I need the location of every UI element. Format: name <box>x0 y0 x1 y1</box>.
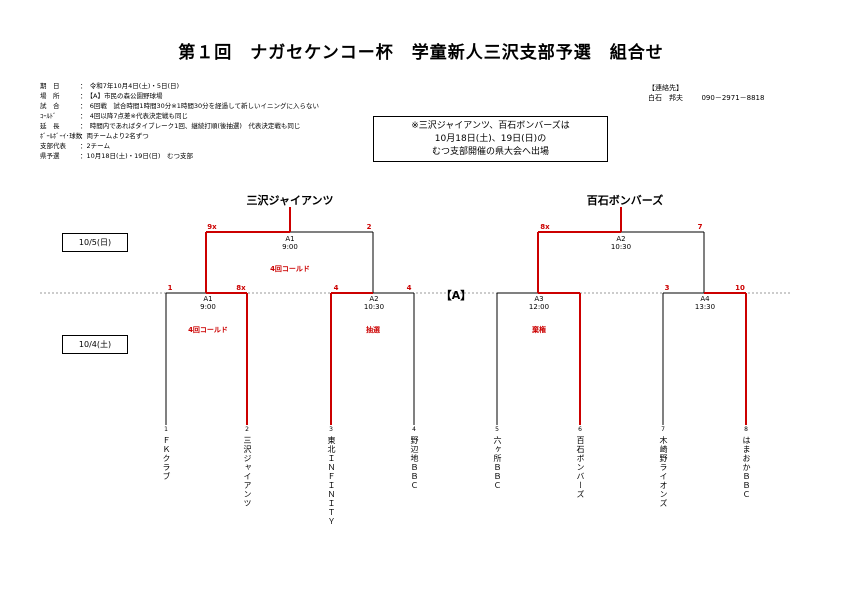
team-number: 4 <box>412 426 416 433</box>
info-row: 場 所： 【A】市民の森公園野球場 <box>40 92 163 100</box>
info-row: ｺｰﾙﾄﾞ： 4回以降7点差※代表決定戦も同じ <box>40 112 188 120</box>
venue-label: 【A】 <box>440 289 472 302</box>
score-label: 9x <box>207 223 217 231</box>
notice-line: 10月18日(土)、19日(日)の <box>434 134 547 144</box>
bracket-black <box>165 231 705 425</box>
score-label: 1 <box>167 284 173 292</box>
team-name: 木崎野ライオンズ <box>659 436 668 508</box>
team-number: 6 <box>578 426 582 433</box>
score-label: 2 <box>366 223 372 231</box>
note-a1: 4回コールド <box>188 326 228 334</box>
contact-line: 白石 邦夫 090－2971－8818 <box>648 94 764 102</box>
team-number: 2 <box>245 426 249 433</box>
date-label-day1: 10/4(土) <box>62 335 128 354</box>
note-a3: 棄権 <box>532 326 546 334</box>
score-label: 4 <box>406 284 412 292</box>
score-label: 7 <box>697 223 703 231</box>
winner-left: 三沢ジャイアンツ <box>246 194 334 207</box>
team-name: 野辺地ＢＢＣ <box>410 436 419 490</box>
score-label: 10 <box>735 284 745 292</box>
team-name: ＦＫクラブ <box>162 436 171 481</box>
notice-box: ※三沢ジャイアンツ、百石ボンバーズは 10月18日(土)、19日(日)の むつ支… <box>373 116 608 162</box>
contact-phone: 090－2971－8818 <box>701 94 765 102</box>
info-row: 期 日： 令和7年10月4日(土)・5日(日) <box>40 82 180 90</box>
team-number: 1 <box>164 426 168 433</box>
info-row: ﾎﾞｰﾙﾎﾞｰｲ･球数：両チームより2名ずつ <box>40 132 149 140</box>
info-row: 県予選：10月18日(土)・19日(日) むつ支部 <box>40 152 193 160</box>
bracket-red <box>205 207 747 425</box>
team-number: 8 <box>744 426 748 433</box>
info-row: 支部代表：2チーム <box>40 142 110 150</box>
score-label: 8x <box>236 284 246 292</box>
notice-line: ※三沢ジャイアンツ、百石ボンバーズは <box>411 121 570 131</box>
contact-name: 白石 邦夫 <box>648 94 683 102</box>
info-block: 期 日： 令和7年10月4日(土)・5日(日) 場 所： 【A】市民の森公園野球… <box>40 83 319 160</box>
note-final-left: 4回コールド <box>270 265 310 273</box>
contact-heading: 【連絡先】 <box>648 84 683 92</box>
team-number: 7 <box>661 426 665 433</box>
score-label: 3 <box>664 284 670 292</box>
team-name: はまおかＢＢＣ <box>742 436 751 499</box>
team-name: 六ヶ所ＢＢＣ <box>493 436 502 490</box>
date-label-day2: 10/5(日) <box>62 233 128 252</box>
team-name: 東北ＩＮＦＩＮＩＴＹ <box>327 436 336 526</box>
score-label: 4 <box>333 284 339 292</box>
team-number: 5 <box>495 426 499 433</box>
team-name: 百石ボンバーズ <box>576 436 585 499</box>
winner-right: 百石ボンバーズ <box>586 194 664 207</box>
info-row: 試 合： 6回戦 試合時間1時間30分※1時間30分を経過して新しいイニングに入… <box>40 102 319 110</box>
page-title: 第１回 ナガセケンコー杯 学童新人三沢支部予選 組合せ <box>178 43 664 63</box>
team-name: 三沢ジャイアンツ <box>243 436 252 508</box>
team-number: 3 <box>329 426 333 433</box>
notice-line: むつ支部開催の県大会へ出場 <box>431 147 549 157</box>
note-a2: 抽選 <box>366 326 380 334</box>
score-label: 8x <box>540 223 550 231</box>
info-row: 延 長： 時間内であればタイブレーク1回、継続打順(後抽選) 代表決定戦も同じ <box>40 122 301 130</box>
